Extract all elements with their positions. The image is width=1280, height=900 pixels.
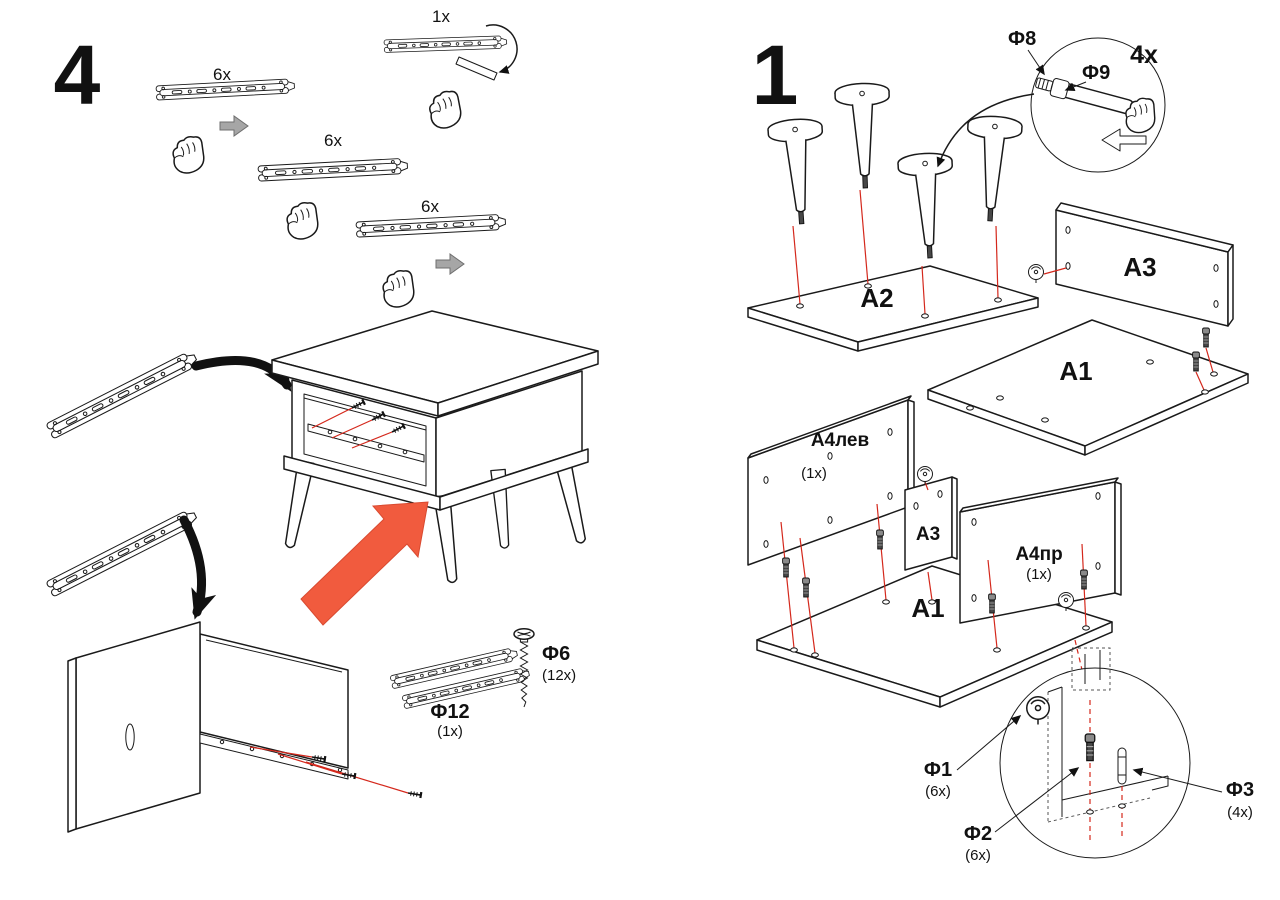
bolt-icon — [876, 529, 884, 550]
bolt-icon — [1202, 327, 1210, 348]
panel-a4-right-label: A4пр — [1015, 544, 1062, 565]
diagonal-rail-lower — [45, 507, 200, 598]
step1-number: 1 — [752, 28, 799, 122]
drawer-slide-rail-bottom — [355, 213, 507, 238]
panel-a3-mid-label: A3 — [916, 524, 940, 545]
rotate-arrow-icon — [485, 24, 518, 74]
cam-lock-icon — [1028, 264, 1044, 284]
drawer-bottom-rail — [199, 733, 349, 780]
panel-a3-mid — [904, 476, 958, 571]
insert-direction-outline-arrow — [1101, 128, 1147, 152]
bolt-icon — [782, 557, 790, 578]
furniture-leg — [896, 151, 958, 261]
drawer-handle-hole — [125, 723, 135, 751]
step1-section: 1 A2 A1 — [747, 28, 1254, 864]
panel-a4-left — [747, 395, 915, 566]
black-curved-arrow-to-drawer — [179, 515, 217, 620]
hand-icon — [424, 88, 466, 132]
rail-insert-detail — [383, 24, 518, 132]
f8-label: Ф8 — [1008, 28, 1036, 50]
nightstand-cabinet — [271, 310, 599, 585]
rail-top-qty-label: 6x — [213, 65, 231, 84]
wood-dowel-icon — [1117, 747, 1127, 785]
f6-qty: (12x) — [542, 667, 576, 684]
cam-lock-icon — [917, 466, 933, 486]
panel-a1-top — [927, 319, 1249, 456]
bolt-icon — [1192, 351, 1200, 372]
push-arrow-icon — [219, 115, 249, 137]
rail-bottom-qty-label: 6x — [421, 197, 439, 216]
drawer-box — [67, 621, 423, 833]
hand-icon — [168, 133, 209, 177]
panel-a3-top — [1055, 202, 1234, 327]
insert-detail-qty-label: 1x — [432, 7, 450, 26]
red-insert-arrow — [300, 501, 429, 626]
panel-a3-top-label: A3 — [1123, 252, 1156, 282]
f6-label: Ф6 — [542, 643, 570, 665]
screw-icon — [406, 788, 423, 800]
bolt-icon — [1084, 733, 1096, 762]
f3-qty: (4x) — [1227, 804, 1253, 821]
panel-a2-label: A2 — [860, 283, 893, 313]
panel-a4-right — [959, 477, 1122, 624]
panel-a4-left-qty: (1x) — [801, 465, 827, 482]
furniture-leg — [962, 114, 1024, 224]
detail-reference-arrow — [936, 93, 1035, 168]
f6-screw — [513, 628, 535, 708]
bolt-icon — [988, 593, 996, 614]
f2-qty: (6x) — [965, 847, 991, 864]
hardware-detail-circle — [999, 647, 1191, 859]
step4-section: 4 6x 1x 6x 6x — [45, 7, 599, 833]
f2-label: Ф2 — [964, 823, 992, 845]
f1-qty: (6x) — [925, 783, 951, 800]
f12-label: Ф12 — [430, 701, 469, 723]
f12-qty: (1x) — [437, 723, 463, 740]
f1-label: Ф1 — [924, 759, 952, 781]
push-arrow-icon — [435, 253, 465, 275]
rail-mid-qty-label: 6x — [324, 131, 342, 150]
leg-stud-detail-circle — [936, 37, 1166, 173]
step4-number: 4 — [54, 28, 101, 122]
panel-a4-left-label: A4лев — [811, 430, 869, 451]
f12-rail-pair — [389, 646, 531, 710]
bolt-icon — [802, 577, 810, 598]
f9-label: Ф9 — [1082, 62, 1110, 84]
drawer-slide-rail-mid — [257, 157, 409, 182]
f3-label: Ф3 — [1226, 779, 1254, 801]
bolt-icon — [1080, 569, 1088, 590]
diagonal-rail-upper — [45, 349, 200, 440]
panel-a1-top-label: A1 — [1059, 356, 1092, 386]
hand-icon — [378, 267, 419, 311]
hand-icon — [282, 199, 323, 243]
furniture-leg — [766, 116, 830, 227]
panel-a4-right-qty: (1x) — [1026, 566, 1052, 583]
legs-qty-label: 4x — [1130, 41, 1158, 69]
panel-a1-bottom-label: A1 — [911, 593, 944, 623]
panel-a2 — [747, 265, 1039, 352]
furniture-leg — [833, 81, 894, 190]
black-curved-arrow-to-cabinet — [191, 356, 292, 392]
